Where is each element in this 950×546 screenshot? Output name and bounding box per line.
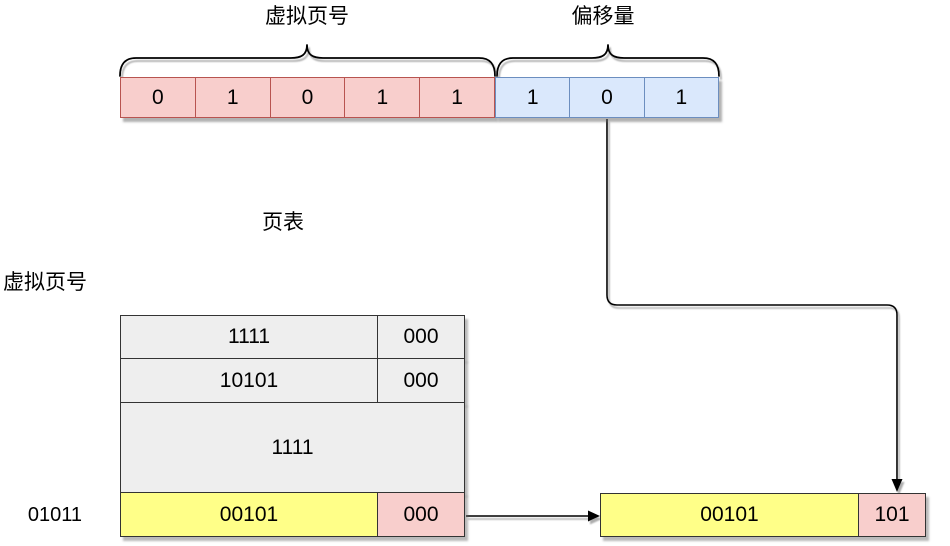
page-table-entry-cell: 10101 (219, 368, 279, 392)
virtual-page-brace (119, 44, 496, 77)
virtual-page-bit-cell: 0 (152, 85, 164, 109)
page-table-entry-cell: 1111 (227, 325, 271, 348)
offset-to-physical-connector (606, 119, 898, 479)
page-table-row-highlighted: 00101 000 (120, 492, 465, 537)
page-table-row: 1111 000 (120, 315, 465, 359)
offset-bit-cell: 1 (643, 78, 718, 117)
offset-bit-cell: 0 (569, 78, 643, 117)
entry-arrowhead-icon (588, 510, 600, 522)
offset-bit-cell: 1 (526, 85, 539, 109)
page-table-entry-cell: 00101 (121, 493, 377, 536)
virtual-page-bit-fields: 0 1 0 1 1 (120, 77, 495, 118)
page-table-title: 页表 (262, 211, 304, 234)
physical-offset-cell: 101 (858, 494, 925, 536)
page-table-entry-cell: 1111 (271, 435, 314, 459)
page-table-flags-cell: 000 (377, 316, 464, 358)
virtual-page-number-side-label: 虚拟页号 (3, 271, 87, 294)
virtual-page-bit-cell: 0 (269, 78, 345, 117)
page-table-row: 10101 000 (120, 358, 465, 403)
physical-frame-cell: 00101 (601, 494, 858, 536)
virtual-page-number-label: 虚拟页号 (265, 5, 349, 28)
physical-address-box: 00101 101 (600, 493, 926, 537)
page-table-flags-cell: 000 (377, 493, 464, 536)
offset-arrowhead-icon (891, 479, 903, 492)
offset-bit-fields: 1 0 1 (495, 77, 719, 118)
offset-brace (496, 44, 720, 77)
lookup-index-label: 01011 (27, 504, 83, 526)
page-table-flags-cell: 000 (377, 359, 464, 402)
page-table-row: 1111 (120, 402, 465, 493)
virtual-page-bit-cell: 1 (344, 78, 419, 117)
virtual-page-bit-cell: 1 (419, 78, 494, 117)
virtual-page-bit-cell: 1 (194, 78, 270, 117)
offset-label: 偏移量 (571, 5, 635, 28)
